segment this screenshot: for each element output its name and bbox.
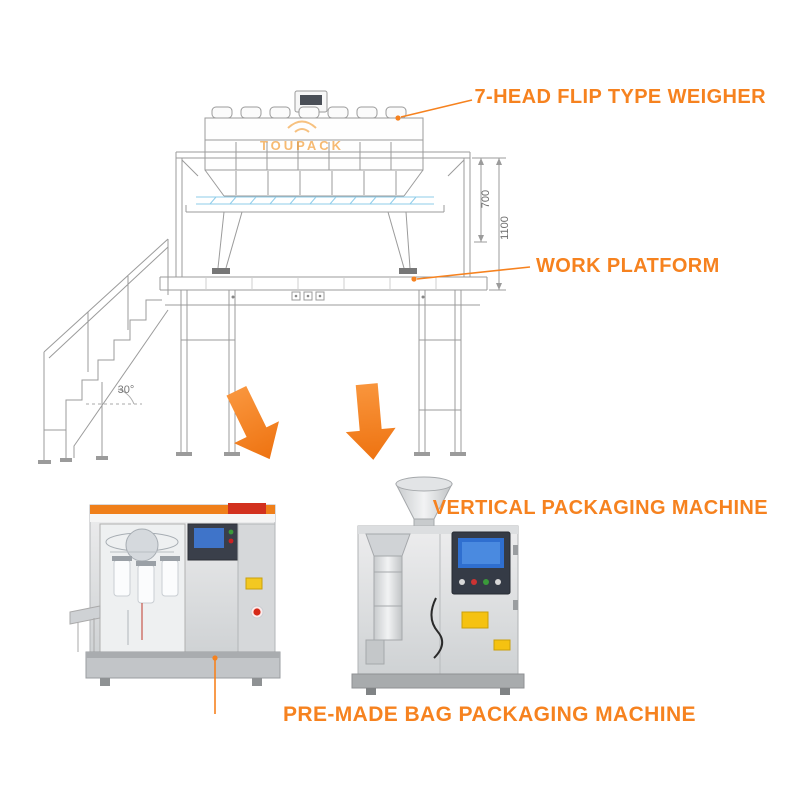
label-weigher: 7-HEAD FLIP TYPE WEIGHER bbox=[474, 86, 766, 108]
down-arrow-right bbox=[345, 383, 396, 460]
label-work-platform: WORK PLATFORM bbox=[536, 255, 720, 277]
weigher-drawing bbox=[185, 90, 445, 274]
work-platform-drawing bbox=[159, 151, 488, 456]
vertical-machine-illustration bbox=[351, 476, 525, 695]
premade-bag-machine-illustration bbox=[69, 503, 281, 686]
stairs-drawing bbox=[38, 238, 169, 464]
dimension-700: 700 bbox=[480, 190, 492, 208]
leader-lines bbox=[212, 99, 531, 714]
stair-angle-label: 30° bbox=[118, 384, 135, 396]
down-arrow-left bbox=[226, 386, 279, 460]
label-vertical-machine: VERTICAL PACKAGING MACHINE bbox=[432, 497, 768, 519]
watermark-text: TOUPACK bbox=[260, 138, 344, 153]
dimension-1100: 1100 bbox=[499, 216, 511, 240]
brand-watermark: TOUPACK bbox=[260, 120, 344, 153]
label-premade-machine: PRE-MADE BAG PACKAGING MACHINE bbox=[283, 703, 696, 726]
dimension-annotations bbox=[472, 157, 506, 291]
